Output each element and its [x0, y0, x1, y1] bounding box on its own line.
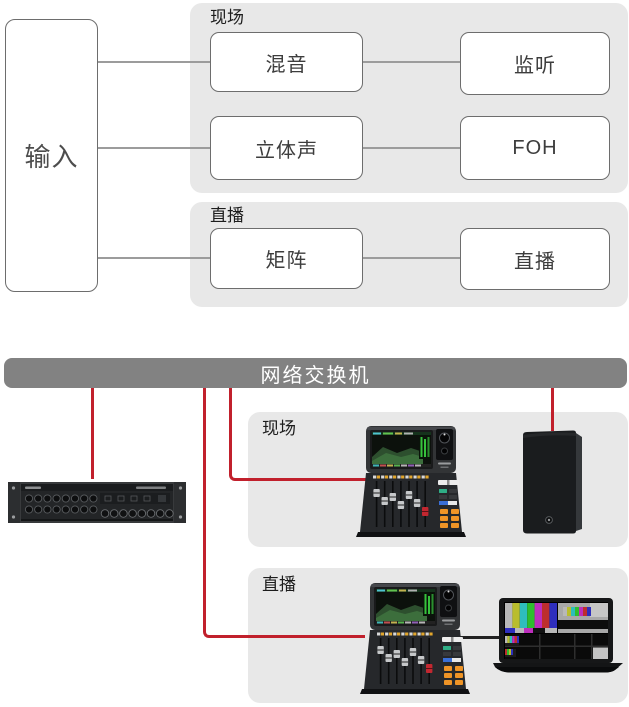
flow-box-stereo-label: 立体声 — [255, 139, 318, 162]
flow-box-matrix: 矩阵 — [210, 228, 363, 289]
flow-group-stream-label: 直播 — [210, 206, 244, 225]
flow-box-mix-label: 混音 — [265, 53, 308, 76]
connector-stereo-foh — [363, 147, 460, 149]
flow-box-monitor-label: 监听 — [514, 55, 556, 77]
cable-switch-stagebox — [91, 388, 94, 479]
cable-switch-live-mixer — [229, 388, 369, 481]
flow-box-stream-label: 直播 — [514, 250, 556, 273]
rack-stagebox-icon — [8, 477, 186, 529]
input-label: 输入 — [24, 142, 79, 172]
flow-box-stereo: 立体声 — [210, 116, 363, 180]
laptop-multiview-icon — [492, 598, 624, 676]
connector-mix-monitor — [363, 61, 460, 63]
flow-box-stream: 直播 — [460, 228, 610, 290]
connector-input-mix — [98, 61, 210, 63]
input-box: 输入 — [5, 19, 98, 292]
pa-speaker-icon — [518, 428, 588, 536]
cable-switch-stream-mixer — [203, 388, 365, 638]
flow-box-monitor: 监听 — [460, 32, 610, 95]
flow-group-live-label: 现场 — [210, 8, 244, 27]
flow-box-matrix-label: 矩阵 — [265, 250, 308, 272]
cable-mixer-laptop — [458, 636, 506, 639]
network-switch-label: 网络交换机 — [260, 364, 371, 387]
connector-input-matrix — [98, 257, 210, 259]
flow-box-foh: FOH — [460, 116, 610, 180]
network-switch-bar: 网络交换机 — [4, 358, 627, 388]
connector-input-stereo — [98, 147, 210, 149]
network-live-label: 现场 — [262, 419, 296, 438]
connector-matrix-stream — [363, 257, 460, 259]
cable-switch-speaker — [551, 388, 554, 431]
flow-box-foh-label: FOH — [512, 136, 558, 159]
digital-mixer-stream-icon — [357, 580, 473, 697]
digital-mixer-live-icon — [353, 423, 469, 540]
flow-box-mix: 混音 — [210, 32, 363, 92]
network-stream-label: 直播 — [262, 575, 296, 594]
